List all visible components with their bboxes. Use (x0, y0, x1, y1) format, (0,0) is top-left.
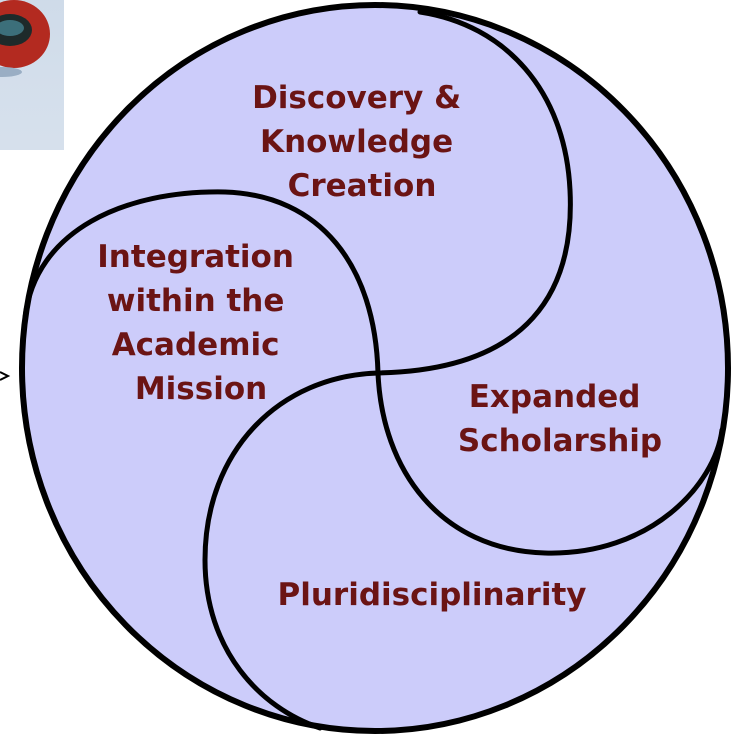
expanded-line-1: Expanded (469, 379, 641, 415)
diagram-background (22, 5, 728, 731)
expanded-line-2: Scholarship (458, 423, 662, 459)
top-divider-curve (375, 9, 573, 376)
integration-line-3: Academic (112, 327, 280, 363)
pluri-label: Pluridisciplinarity (278, 577, 587, 613)
right-divider-curve (375, 370, 725, 556)
integration-label: Integration within the Academic Mission (97, 239, 304, 407)
outer-circle (19, 2, 731, 734)
edge-mark (0, 371, 11, 381)
discovery-line-2: Knowledge (260, 124, 453, 160)
discovery-label: Discovery & Knowledge Creation (252, 80, 472, 204)
discovery-line-3: Creation (288, 168, 437, 204)
integration-line-1: Integration (97, 239, 294, 275)
pluri-line-1: Pluridisciplinarity (278, 577, 587, 613)
bottom-divider-curve (202, 370, 381, 731)
expanded-label: Expanded Scholarship (458, 379, 662, 459)
left-divider-curve (22, 189, 381, 376)
partial-logo-icon (0, 0, 64, 150)
discovery-line-1: Discovery & (252, 80, 461, 116)
integration-line-2: within the (107, 283, 285, 319)
integration-line-4: Mission (135, 371, 267, 407)
